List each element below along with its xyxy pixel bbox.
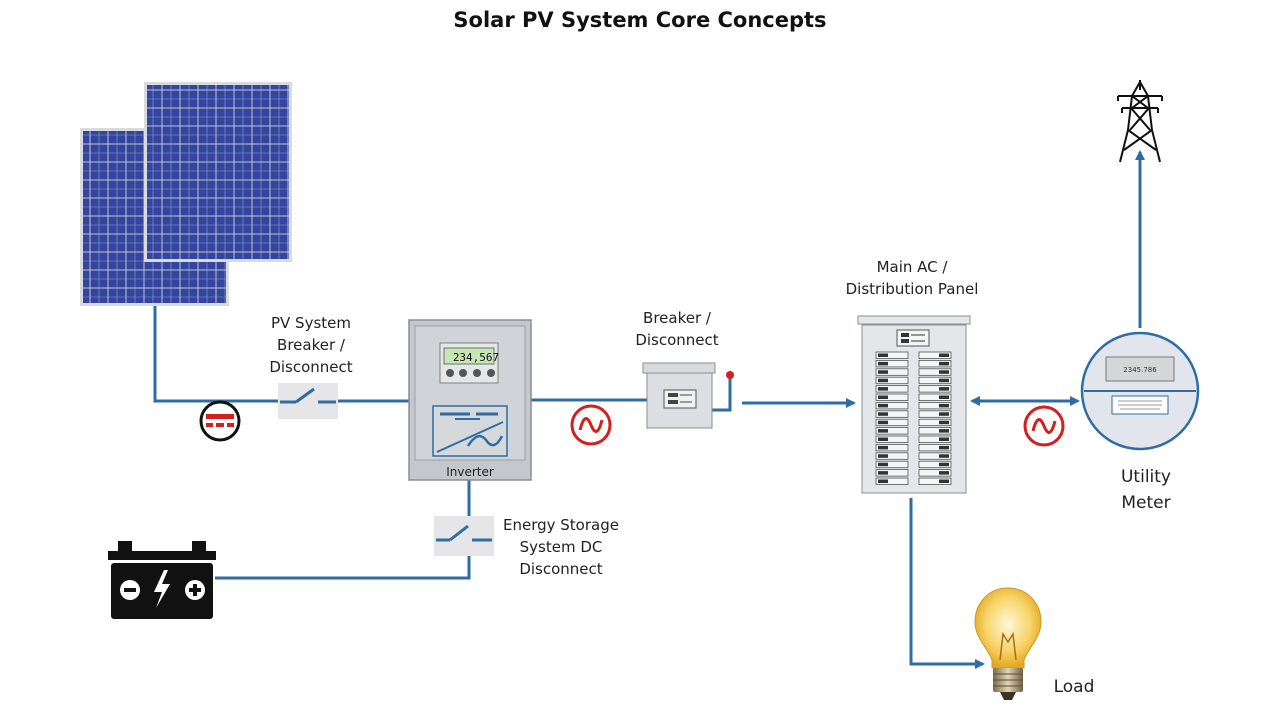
breaker-toggle — [939, 471, 949, 475]
breaker-toggle — [939, 378, 949, 383]
breaker-slot — [875, 427, 909, 435]
breaker-toggle — [939, 437, 949, 441]
main-panel-label: Main AC / Distribution Panel — [845, 258, 979, 298]
dc-symbol-icon — [199, 400, 241, 442]
ac-symbol-icon — [1023, 405, 1065, 447]
breaker-slot — [875, 385, 909, 393]
breaker-toggle — [878, 378, 888, 383]
breaker-slot — [918, 385, 952, 393]
wire-breaker-out — [712, 378, 732, 412]
breaker-toggle — [878, 445, 888, 450]
breaker-slot — [918, 443, 952, 452]
ac-breaker-box — [642, 362, 734, 429]
breaker-toggle — [878, 370, 888, 374]
inverter-label: Inverter — [446, 465, 494, 479]
breaker-slot — [875, 359, 909, 368]
breaker-toggle — [939, 387, 949, 391]
breaker-toggle — [939, 395, 949, 399]
breaker-slot — [875, 460, 909, 469]
breaker-slot — [918, 368, 952, 376]
breaker-slot — [875, 376, 909, 385]
breaker-slot — [875, 477, 909, 485]
pv-breaker-label: PV System Breaker / Disconnect — [269, 314, 353, 376]
breaker-slot — [918, 477, 952, 485]
breaker-slot — [918, 418, 952, 427]
breaker-toggle — [878, 353, 888, 357]
breaker-toggle — [939, 412, 949, 416]
transmission-tower-icon — [1117, 80, 1163, 163]
switch-icon — [434, 516, 494, 556]
breaker-toggle — [878, 479, 888, 483]
breaker-slot — [918, 401, 952, 410]
ess-disconnect-label: Energy Storage System DC Disconnect — [503, 516, 619, 578]
wire-panel-to-load — [909, 498, 985, 669]
breaker-toggle — [878, 462, 888, 467]
breaker-slot — [875, 351, 909, 359]
page-title: Solar PV System Core Concepts — [453, 8, 827, 32]
breaker-slot — [875, 393, 909, 401]
wires — [153, 150, 1145, 669]
breaker-toggle — [939, 370, 949, 374]
breaker-slot — [918, 427, 952, 435]
breaker-slot — [918, 393, 952, 401]
breaker-toggle — [939, 479, 949, 483]
light-bulb-icon — [974, 587, 1042, 700]
breaker-toggle — [878, 412, 888, 416]
meter-display-value: 2345.786 — [1123, 366, 1157, 374]
main-panel-box — [857, 315, 971, 494]
breaker-toggle — [939, 462, 949, 467]
wire-ess-to-battery — [215, 556, 471, 580]
breaker-toggle — [939, 429, 949, 433]
load-label: Load — [1053, 677, 1095, 697]
ac-breaker-label: Breaker / Disconnect — [635, 309, 719, 349]
breaker-toggle — [878, 454, 888, 458]
breaker-slot — [875, 469, 909, 477]
switch-icon — [278, 383, 338, 419]
breaker-toggle — [939, 454, 949, 458]
breaker-slot — [875, 401, 909, 410]
inverter-box — [408, 319, 532, 481]
battery-icon — [108, 541, 216, 619]
breaker-toggle — [878, 429, 888, 433]
ac-symbol-icon — [570, 404, 612, 446]
breaker-slot — [875, 410, 909, 418]
breaker-slot — [918, 376, 952, 385]
utility-meter-label: Utility Meter — [1120, 467, 1171, 513]
breaker-toggle — [878, 437, 888, 441]
breaker-toggle — [878, 471, 888, 475]
solar-panel-icon — [80, 82, 292, 306]
breaker-toggle — [878, 387, 888, 391]
breaker-toggle — [939, 353, 949, 357]
breaker-slot — [918, 469, 952, 477]
breaker-slot — [875, 418, 909, 427]
breaker-toggle — [939, 403, 949, 408]
breaker-toggle — [878, 420, 888, 425]
breaker-slot — [918, 359, 952, 368]
wire-pv-to-breaker — [153, 305, 278, 403]
breaker-slot — [918, 435, 952, 443]
breaker-toggle — [878, 361, 888, 366]
breaker-toggle — [939, 361, 949, 366]
breaker-slot — [918, 351, 952, 359]
utility-meter-icon — [1080, 331, 1200, 451]
breaker-slot — [875, 368, 909, 376]
breaker-slot — [875, 435, 909, 443]
breaker-toggle — [878, 395, 888, 399]
breaker-slot — [875, 452, 909, 460]
inverter-display-value: 234,567 — [453, 351, 499, 364]
breaker-slot — [918, 410, 952, 418]
breaker-slot — [918, 460, 952, 469]
breaker-toggle — [939, 420, 949, 425]
breaker-toggle — [878, 403, 888, 408]
breaker-slot — [875, 443, 909, 452]
breaker-slot — [918, 452, 952, 460]
breaker-toggle — [939, 445, 949, 450]
